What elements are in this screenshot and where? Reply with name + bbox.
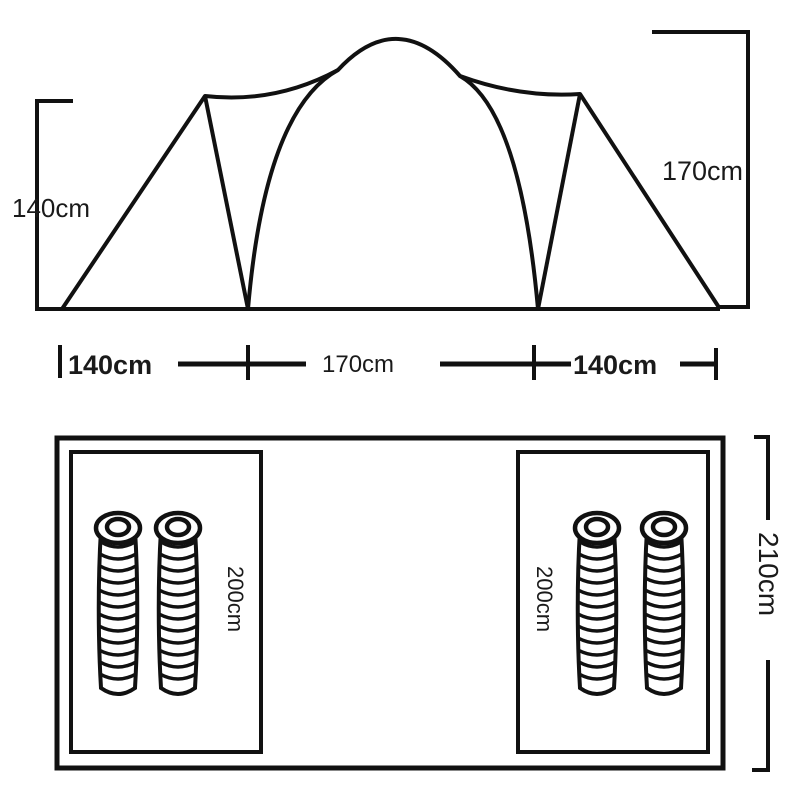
sleeping-bag-2 xyxy=(156,513,200,694)
center-width-label: 170cm xyxy=(322,351,394,378)
width-dimension-line xyxy=(58,345,718,380)
depth-label: 210cm xyxy=(753,532,784,616)
right-width-label: 140cm xyxy=(573,350,657,380)
right-sleeping-room xyxy=(516,450,710,754)
floor-plan: 200cm 200cm 210cm xyxy=(54,435,784,772)
left-room-length-label: 200cm xyxy=(223,566,248,632)
left-width-label: 140cm xyxy=(68,350,152,380)
sleeping-bag-1 xyxy=(96,513,140,694)
tent-outline xyxy=(60,36,722,311)
left-height-label: 140cm xyxy=(12,193,90,223)
left-sleeping-room xyxy=(69,450,263,754)
side-view: 140cm 170cm 140cm 170cm 140cm xyxy=(12,30,750,380)
floor-outline xyxy=(54,435,726,771)
left-height-bracket xyxy=(35,99,73,311)
sleeping-bag-4 xyxy=(642,513,686,694)
sleeping-bag-3 xyxy=(575,513,619,694)
depth-bracket xyxy=(752,435,770,772)
right-height-bracket xyxy=(652,30,750,309)
right-height-label: 170cm xyxy=(662,156,743,186)
right-room-length-label: 200cm xyxy=(532,566,557,632)
